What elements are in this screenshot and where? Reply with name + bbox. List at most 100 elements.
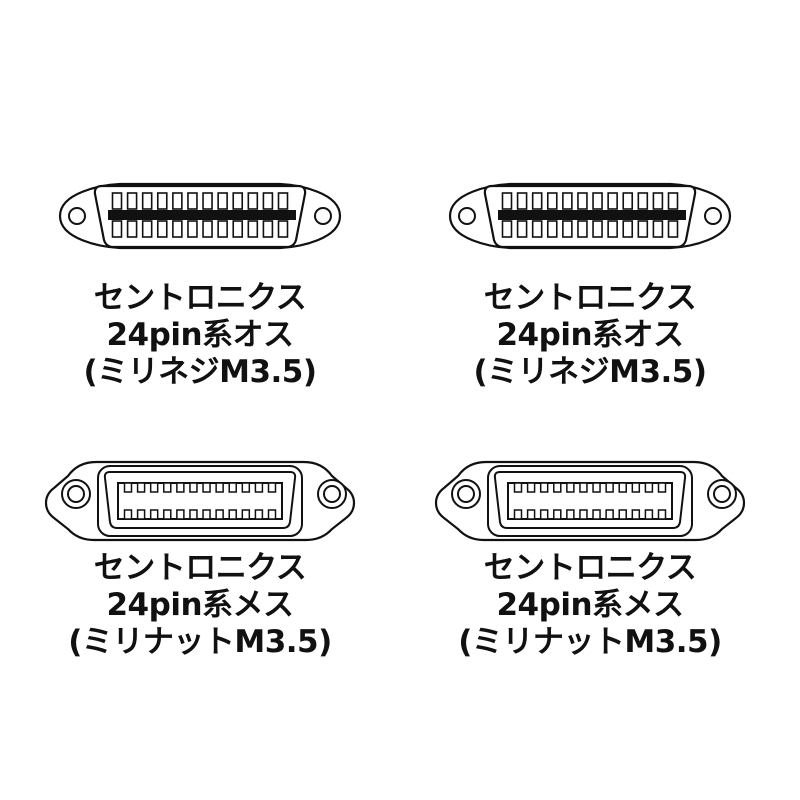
nut-hole-icon — [323, 485, 341, 503]
contact-slot — [526, 509, 536, 520]
contact-slot — [228, 482, 237, 493]
connector-pin-label: 24pin系メス — [106, 587, 294, 623]
contact-slot — [592, 482, 601, 493]
contact-slot — [631, 509, 641, 520]
contact-pin — [637, 192, 649, 210]
contact-pin — [156, 220, 168, 238]
contact-pin — [546, 192, 558, 210]
contact-pin — [592, 192, 603, 210]
contact-slot — [553, 509, 562, 520]
contact-slot — [189, 482, 198, 493]
contact-slot — [149, 509, 159, 520]
contact-pin — [217, 220, 228, 238]
contact-slot — [644, 482, 654, 493]
contact-slot — [176, 509, 185, 520]
contact-pin — [546, 220, 558, 238]
contact-slot — [241, 509, 251, 520]
nut-hole-icon — [67, 485, 85, 503]
contact-slot — [539, 509, 549, 520]
contact-slot — [579, 482, 588, 493]
connector-type-label: セントロニクス — [93, 550, 307, 586]
contact-slot — [553, 482, 562, 493]
contact-pin — [622, 192, 634, 210]
connector-pin-label: 24pin系メス — [496, 587, 684, 623]
contact-pin — [156, 192, 168, 210]
contact-slot — [657, 482, 667, 493]
contact-pin — [667, 220, 679, 238]
contact-pin — [202, 220, 213, 238]
contact-pin — [652, 220, 664, 238]
male-connector-icon — [58, 182, 342, 250]
contact-slot — [163, 509, 172, 520]
contact-pin — [516, 220, 528, 238]
contact-slot — [657, 509, 667, 520]
female-connector-icon — [434, 460, 746, 542]
contact-pin — [277, 192, 289, 210]
male-connector-icon — [448, 182, 732, 250]
contact-pin — [531, 220, 543, 238]
contact-blade — [108, 210, 296, 220]
contact-slot — [176, 482, 185, 493]
contact-slot — [254, 482, 264, 493]
contact-slot — [605, 509, 614, 520]
contact-slot — [566, 482, 575, 493]
screw-hole-icon — [704, 207, 722, 225]
contact-slot — [241, 482, 251, 493]
contact-slot — [123, 482, 133, 493]
contact-blade — [498, 210, 686, 220]
contact-slot — [618, 482, 627, 493]
connector-caption: セントロニクス 24pin系メス (ミリナットM3.5) — [390, 550, 790, 661]
contact-pin — [111, 192, 123, 210]
contact-pin — [141, 192, 153, 210]
contact-pin — [562, 220, 573, 238]
contact-pin — [126, 220, 138, 238]
contact-slot — [539, 482, 549, 493]
contact-slot — [513, 509, 523, 520]
contact-pin — [262, 220, 274, 238]
contact-pin — [652, 192, 664, 210]
contact-slot — [163, 482, 172, 493]
contact-pin — [501, 192, 513, 210]
contact-slot — [513, 482, 523, 493]
screw-hole-icon — [458, 207, 476, 225]
contact-pin — [202, 192, 213, 210]
contact-pin — [111, 220, 123, 238]
connector-caption: セントロニクス 24pin系オス (ミリネジM3.5) — [0, 280, 400, 391]
contact-slot — [267, 482, 277, 493]
contact-pin — [217, 192, 228, 210]
contact-slot — [202, 509, 211, 520]
contact-slot — [631, 482, 641, 493]
connector-diagram-3: セントロニクス 24pin系メス (ミリナットM3.5) — [0, 270, 400, 670]
contact-pin — [126, 192, 138, 210]
contact-pin — [622, 220, 634, 238]
contact-slot — [228, 509, 237, 520]
contact-pin — [592, 220, 603, 238]
contact-slot — [644, 509, 654, 520]
contact-pin — [187, 192, 198, 210]
connector-screw-label: (ミリネジM3.5) — [83, 354, 317, 390]
connector-diagram-1: セントロニクス 24pin系オス (ミリネジM3.5) — [0, 0, 400, 400]
contact-pin — [667, 192, 679, 210]
contact-pin — [637, 220, 649, 238]
contact-pin — [577, 192, 588, 210]
connector-caption: セントロニクス 24pin系オス (ミリネジM3.5) — [390, 280, 790, 391]
contact-slot — [149, 482, 159, 493]
contact-slot — [136, 509, 146, 520]
contact-pin — [172, 220, 183, 238]
connector-screw-label: (ミリナットM3.5) — [458, 624, 722, 660]
contact-slot — [267, 509, 277, 520]
nut-hole-icon — [457, 485, 475, 503]
contact-pin — [247, 192, 259, 210]
contact-pin — [577, 220, 588, 238]
contact-slot — [136, 482, 146, 493]
contact-slot — [254, 509, 264, 520]
contact-slot — [189, 509, 198, 520]
contact-pin — [172, 192, 183, 210]
contact-pin — [141, 220, 153, 238]
contact-slot — [202, 482, 211, 493]
contact-slot — [215, 482, 224, 493]
contact-slot — [605, 482, 614, 493]
screw-hole-icon — [68, 207, 86, 225]
female-connector-icon — [44, 460, 356, 542]
nut-hole-icon — [713, 485, 731, 503]
